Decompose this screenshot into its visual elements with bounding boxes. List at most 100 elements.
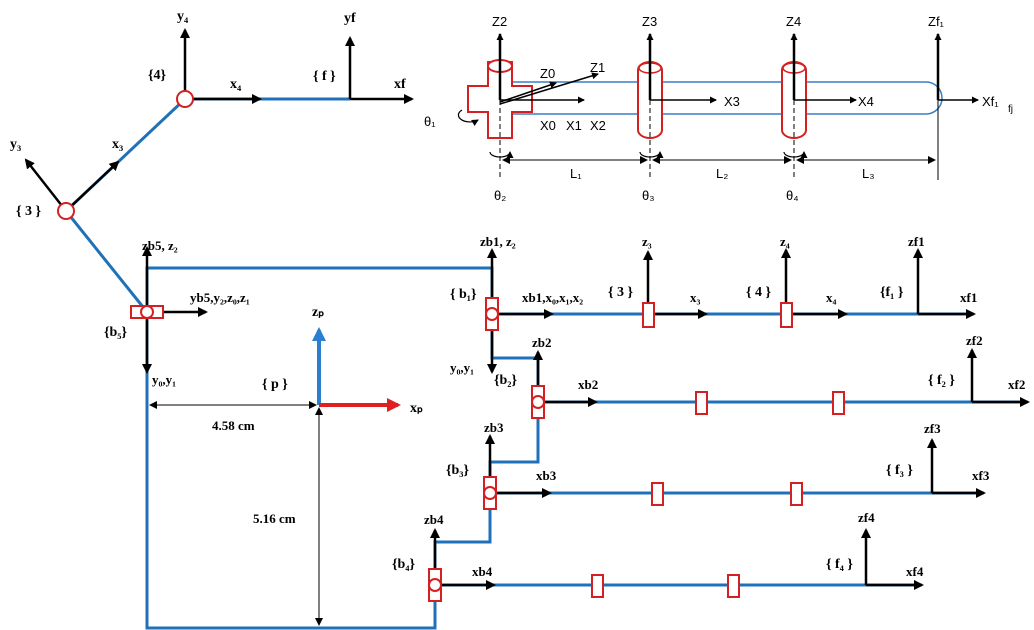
joint-b2 bbox=[531, 395, 545, 409]
inset-finger-outline bbox=[505, 81, 943, 115]
label-xf4: xf4 bbox=[906, 564, 924, 579]
label-xf3: xf3 bbox=[972, 468, 990, 483]
label-zf4: zf4 bbox=[858, 510, 875, 525]
finger-1: zb1, z₂ { b₁} xb1,x₀,x₁,x₂ y₀,y₁ z₃ { 3 … bbox=[450, 234, 977, 375]
joint-f3-b bbox=[790, 482, 803, 506]
label-z3-mid: z₃ bbox=[642, 234, 652, 249]
label-y0y1-left: y₀,y₁ bbox=[152, 372, 176, 387]
inset-label-theta2: θ₂ bbox=[494, 188, 506, 203]
label-bracep: { p } bbox=[262, 377, 288, 392]
inset-theta3-rotation-icon bbox=[639, 151, 664, 159]
inset-finger-detail: Z2 Z3 Z4 Zf₁ Z0 Z1 X0 X1 X2 X3 X4 Xf₁ fj… bbox=[424, 14, 1013, 203]
joint-f2-b bbox=[832, 391, 845, 415]
label-braceb3: {b₃} bbox=[446, 463, 470, 478]
label-y3: y₃ bbox=[10, 137, 21, 152]
joint-4-mid bbox=[780, 302, 793, 328]
label-braceb4: {b₄} bbox=[392, 557, 416, 572]
label-xb4: xb4 bbox=[472, 564, 493, 579]
frame3-x-axis bbox=[65, 160, 120, 212]
joint-f4-b bbox=[727, 574, 740, 598]
label-zb2: zb2 bbox=[532, 335, 552, 350]
joint-f4-a bbox=[591, 574, 604, 598]
label-x4-top: x₄ bbox=[230, 77, 242, 92]
label-bracef1: {f₁ } bbox=[880, 285, 904, 300]
label-zb1: zb1, z₂ bbox=[480, 234, 516, 249]
inset-label-z1: Z1 bbox=[590, 60, 605, 75]
label-xf: xf bbox=[394, 77, 406, 92]
inset-label-x2: X2 bbox=[590, 118, 606, 133]
frame3-y-axis bbox=[24, 158, 67, 212]
label-xb3: xb3 bbox=[536, 468, 557, 483]
inset-theta2-rotation-icon bbox=[489, 151, 514, 159]
label-bracef: { f } bbox=[313, 69, 336, 84]
frame-b5: zb5, z₂ yb5,y₂,z₀,z₁ {b₅} y₀,y₁ bbox=[104, 238, 250, 387]
label-y0y1-mid: y₀,y₁ bbox=[450, 360, 474, 375]
finger-3: zb3 {b₃} xb3 zf3 { f₃ } xf3 bbox=[446, 420, 990, 510]
label-xf1: xf1 bbox=[960, 290, 977, 305]
inset-label-fj: fj bbox=[1008, 104, 1013, 115]
joint4-top bbox=[176, 90, 194, 108]
joint-b4 bbox=[428, 578, 442, 592]
joint-3-mid bbox=[642, 302, 655, 328]
label-yf: yf bbox=[344, 11, 356, 26]
label-bracef2: { f₂ } bbox=[928, 373, 955, 388]
label-zb3: zb3 bbox=[484, 420, 504, 435]
joint-b5 bbox=[140, 305, 154, 319]
thumb-links bbox=[63, 97, 350, 313]
frame-p: zₚ { p } xₚ 4.58 cm 5.16 cm bbox=[149, 305, 423, 626]
label-x3-left: x₃ bbox=[112, 137, 123, 152]
inset-label-x4: X4 bbox=[858, 94, 874, 109]
label-xp: xₚ bbox=[410, 401, 423, 416]
label-z4-mid: z₄ bbox=[780, 234, 790, 249]
thumb-chain: y₄ {4} x₄ yf { f } xf y₃ x₃ { 3 } bbox=[10, 9, 414, 313]
joint-b1 bbox=[485, 307, 499, 321]
label-brace3-mid: { 3 } bbox=[608, 285, 634, 300]
inset-label-theta1: θ₁ bbox=[424, 114, 436, 129]
inset-z1-axis bbox=[499, 72, 599, 105]
label-zb5: zb5, z₂ bbox=[142, 238, 178, 253]
label-brace3-left: { 3 } bbox=[16, 204, 42, 219]
label-zf1: zf1 bbox=[908, 234, 925, 249]
label-zf3: zf3 bbox=[924, 421, 941, 436]
label-xf2: xf2 bbox=[1008, 377, 1025, 392]
label-y4: y₄ bbox=[177, 9, 189, 24]
label-x3-mid: x₃ bbox=[690, 290, 701, 305]
label-xb1: xb1,x₀,x₁,x₂ bbox=[522, 290, 583, 305]
label-zp: zₚ bbox=[312, 305, 324, 320]
inset-label-z2: Z2 bbox=[492, 14, 507, 29]
inset-label-theta3: θ₃ bbox=[642, 188, 655, 203]
inset-theta4-rotation-icon bbox=[783, 151, 808, 159]
label-dim-h: 4.58 cm bbox=[212, 418, 255, 433]
joint-f3-a bbox=[651, 482, 664, 506]
inset-theta1-rotation-icon bbox=[457, 109, 479, 127]
label-xb2: xb2 bbox=[578, 377, 598, 392]
link-outer-loop bbox=[145, 312, 540, 630]
joint3-left bbox=[57, 202, 75, 220]
inset-label-z3: Z3 bbox=[642, 14, 657, 29]
inset-label-theta4: θ₄ bbox=[786, 188, 799, 203]
inset-label-z4: Z4 bbox=[786, 14, 801, 29]
finger-2: zb2 {b₂} xb2 zf2 { f₂ } xf2 bbox=[494, 333, 1030, 419]
label-braceb5: {b₅} bbox=[104, 325, 128, 340]
inset-z0-axis bbox=[499, 81, 557, 103]
label-yb5: yb5,y₂,z₀,z₁ bbox=[190, 290, 250, 305]
label-zf2: zf2 bbox=[966, 333, 983, 348]
inset-label-L2: L₂ bbox=[716, 166, 728, 181]
label-braceb1: { b₁} bbox=[450, 287, 477, 302]
label-bracef4: { f₄ } bbox=[826, 557, 853, 572]
label-braceb2: {b₂} bbox=[494, 373, 518, 388]
joint-b3 bbox=[483, 486, 497, 500]
label-bracef3: { f₃ } bbox=[886, 463, 913, 478]
inset-label-zf1: Zf₁ bbox=[928, 14, 945, 29]
finger-4: zb4 {b₄} xb4 zf4 { f₄ } xf4 bbox=[392, 510, 924, 602]
inset-label-L1: L₁ bbox=[570, 166, 582, 181]
inset-label-x0: X0 bbox=[540, 118, 556, 133]
inset-label-L3: L₃ bbox=[862, 166, 875, 181]
inset-label-z0: Z0 bbox=[540, 66, 555, 81]
label-brace4-top: {4} bbox=[148, 68, 167, 83]
joint-f2-a bbox=[695, 391, 708, 415]
label-brace4-mid: { 4 } bbox=[746, 285, 772, 300]
label-x4-mid: x₄ bbox=[826, 290, 837, 305]
label-dim-v: 5.16 cm bbox=[253, 511, 296, 526]
